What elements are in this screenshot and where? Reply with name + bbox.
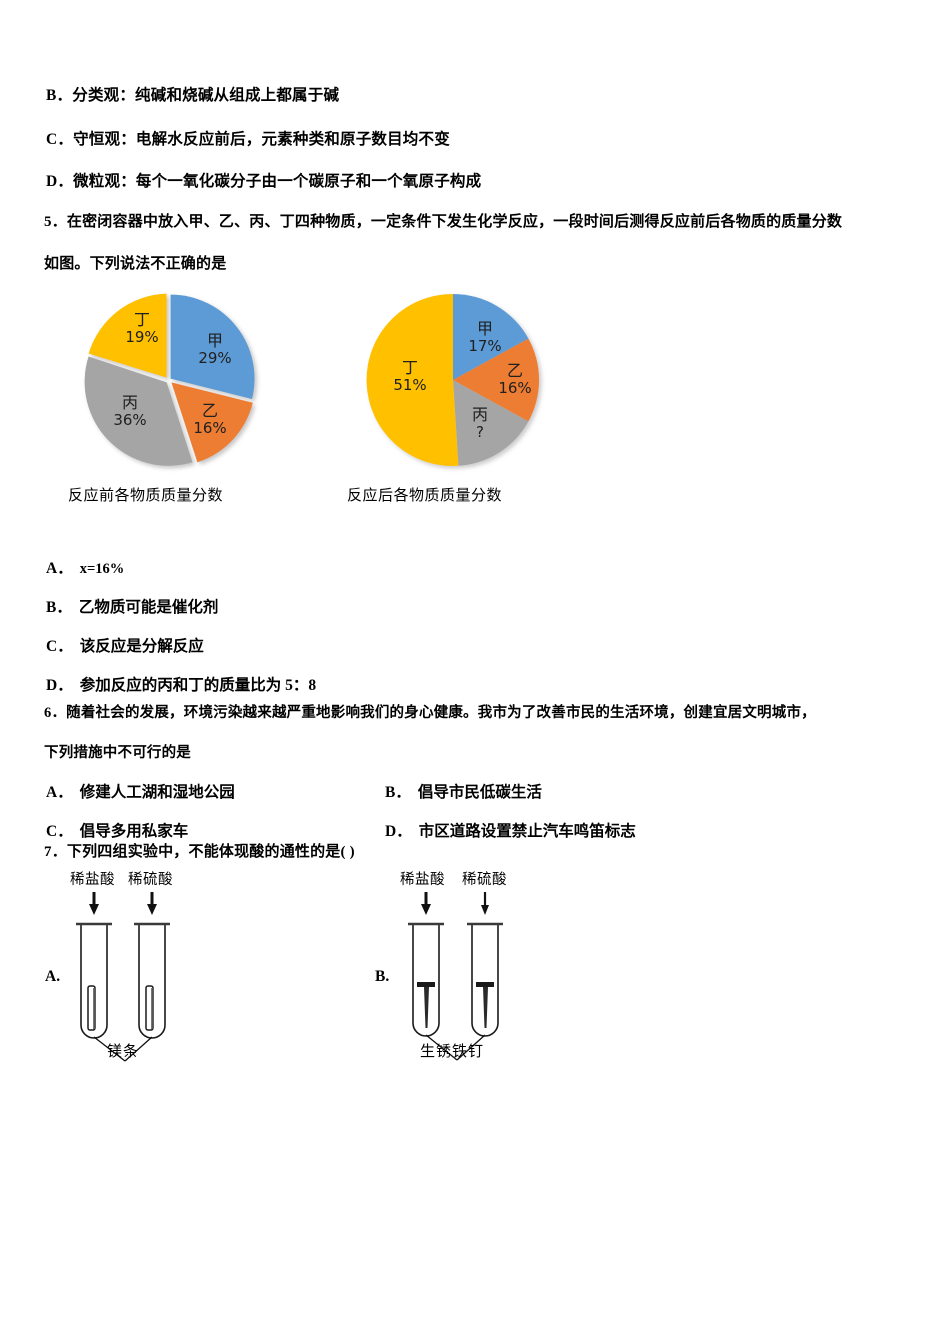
q6-option-a: A． 修建人工湖和湿地公园 [46,780,235,802]
q7-figure-b: B. 稀盐酸 稀硫酸 [375,868,615,1068]
q7-figure-b-svg [408,892,503,1061]
q6-option-d: D． 市区道路设置禁止汽车鸣笛标志 [385,819,636,841]
q4-option-b-letter: B． [46,87,73,104]
q4-option-d-text: 微粒观：每个一氧化碳分子由一个碳原子和一个氧原子构成 [73,173,482,190]
q5-option-d-letter: D． [46,677,73,694]
q4-option-c-text: 守恒观：电解水反应前后，元素种类和原子数目均不变 [73,131,450,148]
q4-option-d: D．微粒观：每个一氧化碳分子由一个碳原子和一个氧原子构成 [46,172,481,191]
q6-stem-line2: 下列措施中不可行的是 [44,745,191,761]
q7-figure-a-reagent-right: 稀硫酸 [128,872,173,888]
pie-chart-after: 甲 17% 乙 16% 丙 ? 丁 51% 反应后各物质质量分数 [347,282,575,522]
q6-option-a-letter: A． [46,784,73,801]
q7-figure-a-letter: A. [45,968,61,985]
magnesium-strip-right [145,985,154,1031]
q7-figure-a-sample-label: 镁条 [107,1042,140,1060]
q5-option-b-text: 乙物质可能是催化剂 [78,599,219,616]
q6-option-c: C． 倡导多用私家车 [46,819,188,841]
q6-option-d-letter: D． [385,823,412,840]
test-tube-left [408,922,444,1037]
pour-arrow-left-icon [89,892,99,915]
rusty-nail-left [417,982,435,1028]
q7-figure-a-reagent-left: 稀盐酸 [70,872,115,888]
pie-after-caption: 反应后各物质质量分数 [347,486,503,504]
pour-arrow-right-icon [481,892,489,915]
pour-arrow-left-icon [421,892,431,915]
q5-stem-line1: 5．在密闭容器中放入甲、乙、丙、丁四种物质，一定条件下发生化学反应，一段时间后测… [44,214,843,230]
leader-lines [93,1036,153,1062]
q7-figure-a: A. 稀盐酸 稀硫酸 [45,868,285,1068]
q6-option-b-letter: B． [385,784,411,801]
q6-option-b: B． 倡导市民低碳生活 [385,780,542,802]
pie-after-graphic: 甲 17% 乙 16% 丙 ? 丁 51% [355,282,555,478]
q5-option-b: B． 乙物质可能是催化剂 [46,595,218,617]
q5-option-c-letter: C． [46,638,73,655]
q4-option-d-letter: D． [46,173,74,190]
q5-option-a-text: x=16% [79,561,125,577]
leader-lines [425,1034,486,1061]
q6-option-d-text: 市区道路设置禁止汽车鸣笛标志 [418,823,636,840]
q4-option-c-letter: C． [46,131,74,148]
q4-option-b: B．分类观：纯碱和烧碱从组成上都属于碱 [46,86,339,105]
q5-option-d-text: 参加反应的丙和丁的质量比为 5：8 [79,677,317,694]
pie-before-svg [84,293,255,466]
q7-figure-b-sample-label: 生锈铁钉 [420,1042,485,1060]
magnesium-strip-left [87,985,96,1031]
q5-option-a: A． x=16% [46,556,124,578]
q5-option-c: C． 该反应是分解反应 [46,634,204,656]
q7-stem: 7．下列四组实验中，不能体现酸的通性的是( ) [44,844,355,860]
pie-chart-before: 甲 29% 乙 16% 丙 36% 丁 19% 反应前各物质质量分数 [68,282,290,522]
q7-figure-a-svg [76,892,170,1062]
q4-option-b-text: 分类观：纯碱和烧碱从组成上都属于碱 [72,87,340,104]
test-tube-right [467,922,503,1037]
pie-before-caption: 反应前各物质质量分数 [68,486,224,504]
q6-option-a-text: 修建人工湖和湿地公园 [79,784,235,801]
q5-option-a-letter: A． [46,560,73,577]
q7-figure-b-reagent-right: 稀硫酸 [462,872,507,888]
q6-option-b-text: 倡导市民低碳生活 [417,784,542,801]
pour-arrow-right-icon [147,892,157,915]
q4-option-c: C．守恒观：电解水反应前后，元素种类和原子数目均不变 [46,130,450,149]
q5-option-d: D． 参加反应的丙和丁的质量比为 5：8 [46,673,316,695]
q5-option-b-letter: B． [46,599,72,616]
q7-figure-b-letter: B. [375,968,390,985]
q6-stem-line1: 6．随着社会的发展，环境污染越来越严重地影响我们的身心健康。我市为了改善市民的生… [44,705,816,721]
rusty-nail-right [476,982,494,1028]
pie-before-graphic: 甲 29% 乙 16% 丙 36% 丁 19% [70,282,270,478]
q6-option-c-text: 倡导多用私家车 [79,823,189,840]
q5-option-c-text: 该反应是分解反应 [79,638,204,655]
q5-stem-line2: 如图。下列说法不正确的是 [44,256,227,272]
pie-after-svg [366,293,540,466]
q6-option-c-letter: C． [46,823,73,840]
q7-figure-b-reagent-left: 稀盐酸 [400,872,445,888]
